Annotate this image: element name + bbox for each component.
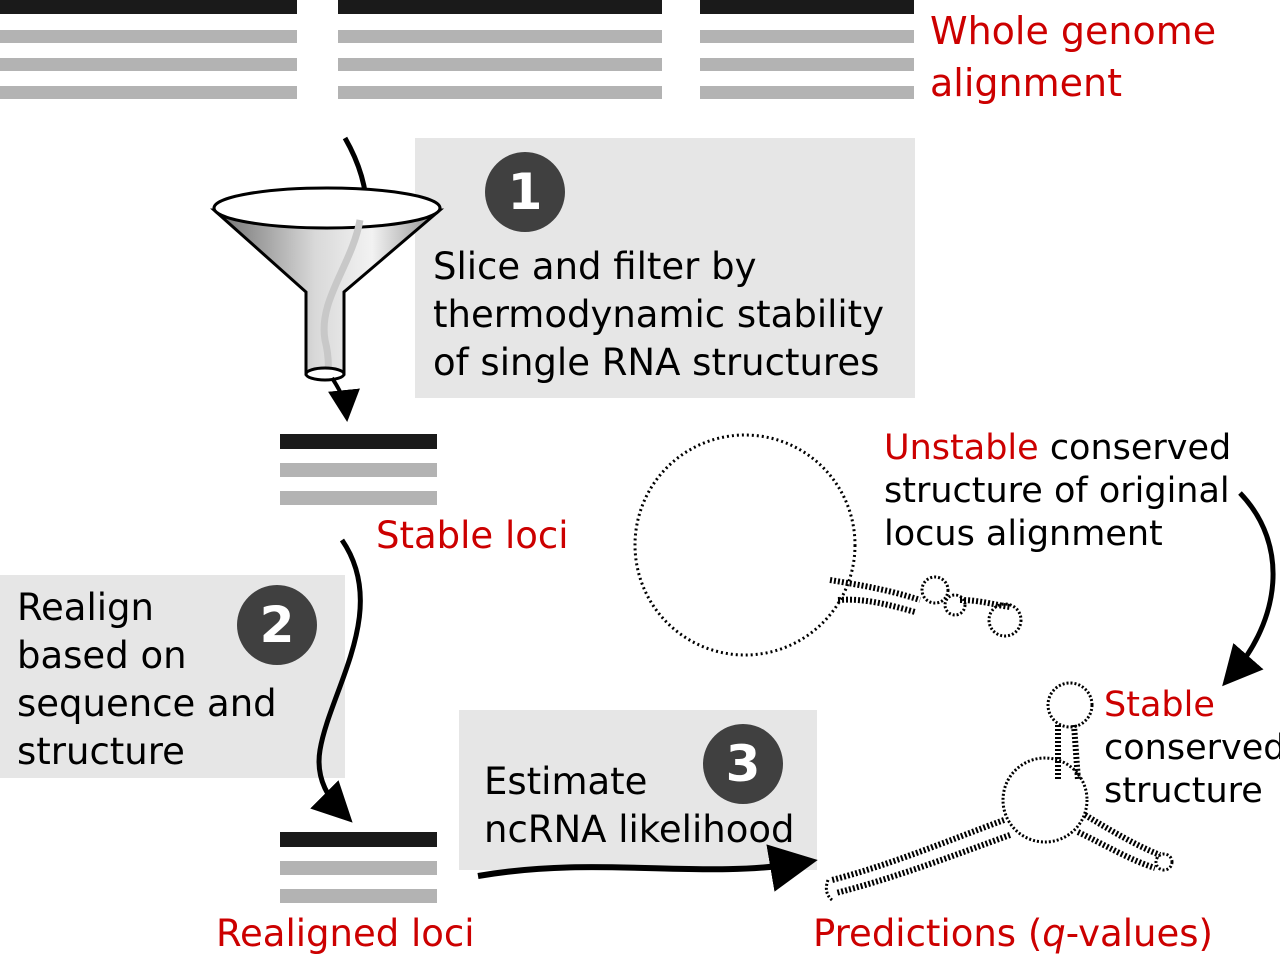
stable-structure-label: Stable conserved structure — [1104, 685, 1280, 811]
realign-arrow — [310, 538, 363, 823]
alignment-bar-light — [0, 58, 297, 71]
funnel-icon — [210, 136, 445, 422]
step3-badge: 3 — [703, 724, 783, 804]
realigned-loci-bar-dark — [280, 832, 437, 847]
alignment-bar-light — [700, 86, 914, 99]
alignment-bar-dark — [700, 0, 914, 14]
unstable-structure-label: Unstable conserved structure of original… — [884, 428, 1232, 554]
predictions-label: Predictions (q-values) — [813, 912, 1213, 955]
step2-text: Realign based on sequence and structure — [17, 586, 277, 773]
genome-alignment-label: Whole genome alignment — [930, 9, 1217, 105]
stable-loci-bar-light — [280, 463, 437, 477]
step2-badge: 2 — [237, 585, 317, 665]
rna-unstable-structure-icon — [633, 433, 1023, 657]
stable-loci-label: Stable loci — [376, 514, 569, 557]
stable-loci-bar-light — [280, 491, 437, 505]
alignment-bar-light — [0, 30, 297, 43]
alignment-bar-dark — [0, 0, 297, 14]
stable-loci-bar-dark — [280, 434, 437, 449]
realigned-loci-label: Realigned loci — [216, 912, 475, 955]
alignment-bar-light — [700, 58, 914, 71]
step1-badge: 1 — [485, 152, 565, 232]
rna-stable-structure-icon — [824, 681, 1174, 902]
alignment-bar-light — [700, 30, 914, 43]
realigned-loci-bar-light — [280, 889, 437, 903]
stabilize-arrow — [1222, 491, 1276, 687]
estimate-arrow — [477, 844, 818, 892]
alignment-bar-light — [0, 86, 297, 99]
alignment-bar-light — [338, 86, 662, 99]
alignment-bar-dark — [338, 0, 662, 14]
step3-text: Estimate ncRNA likelihood — [484, 760, 795, 851]
step1-text: Slice and filter by thermodynamic stabil… — [433, 245, 885, 384]
alignment-bar-light — [338, 30, 662, 43]
alignment-bar-light — [338, 58, 662, 71]
realigned-loci-bar-light — [280, 861, 437, 875]
